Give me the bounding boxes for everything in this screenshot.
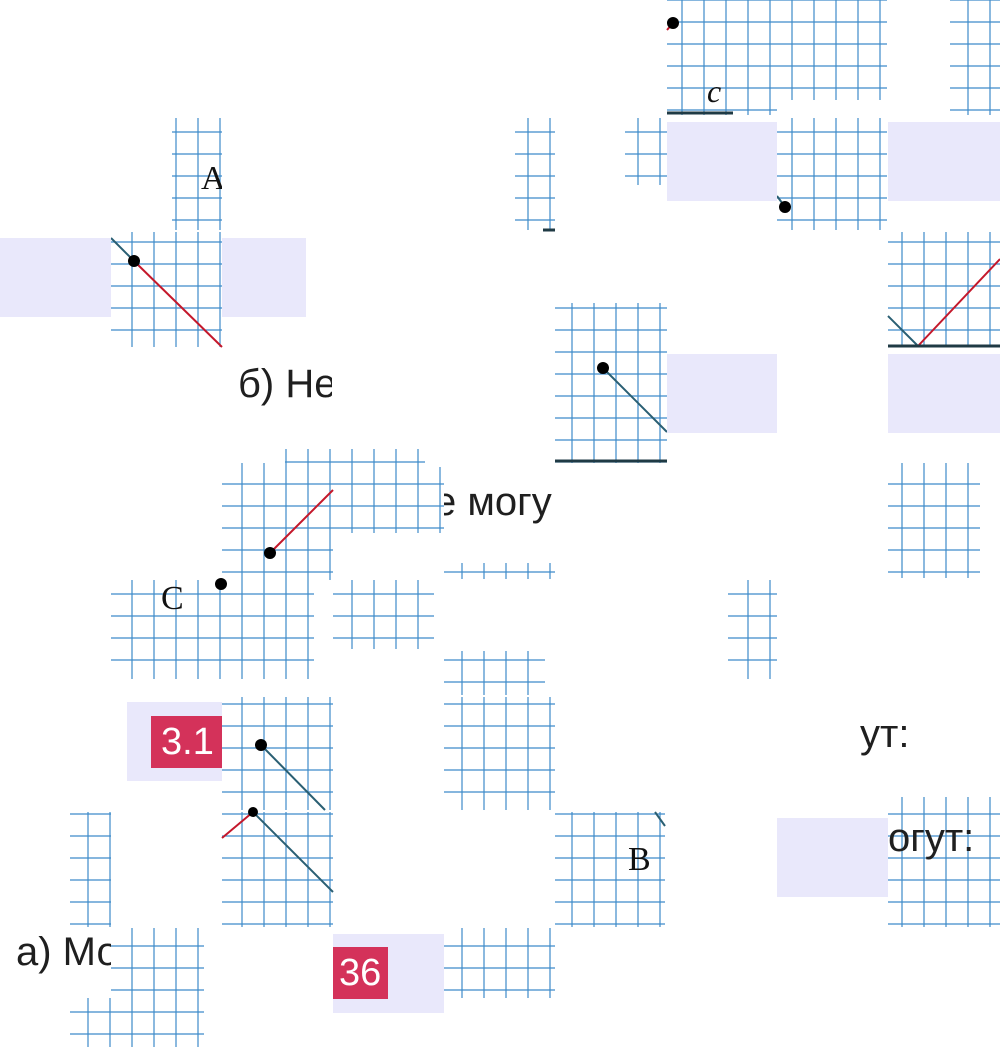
grid-tile [777,0,887,100]
task-text-a: а) Мо [16,930,111,974]
point-dot [779,201,791,213]
grid-lines [172,118,222,230]
red-segment [221,811,254,839]
grid-lines [667,0,777,115]
grid-tile [515,118,555,230]
teal-segment [887,315,919,347]
teal-segment [602,367,668,433]
grid-lines [444,697,555,810]
point-label-C: C [161,580,184,617]
grid-tile [777,118,887,230]
highlight-block [0,238,111,317]
grid-tile [444,563,555,579]
highlight-block [222,238,306,317]
grid-tile [70,812,111,927]
grid-lines [777,0,887,100]
grid-lines [777,118,887,230]
grid-lines [222,463,333,580]
grid-lines [111,928,204,1047]
teal-segment [252,811,334,893]
red-segment [133,260,223,348]
exercise-number-badge: 36 [333,947,388,999]
highlight-block [888,354,1000,433]
grid-tile [888,797,1000,927]
line-label-c: c [707,73,722,109]
point-dot [215,578,227,590]
point-dot [667,17,679,29]
point-dot [255,739,267,751]
red-segment [917,258,1000,347]
grid-lines [444,563,555,579]
grid-tile [667,0,777,115]
grid-tile [111,928,204,1047]
red-segment [269,489,334,554]
point-dot [248,807,258,817]
grid-tile [111,580,314,679]
grid-lines [70,812,111,927]
grid-lines [333,580,434,649]
grid-tile [222,812,333,927]
task-text-fragment: е могу [444,480,552,524]
exercise-number-badge: 3.1 [151,716,222,768]
grid-tile [950,0,1000,115]
point-dot [128,255,140,267]
point-label-B: B [628,841,651,878]
grid-tile [333,467,444,533]
grid-lines [728,580,777,679]
grid-tile [222,463,333,580]
task-text-fragment: огут: [888,816,975,860]
grid-tile [555,348,667,463]
teal-segment [654,811,666,827]
grid-tile [222,697,333,810]
grid-tile [333,580,434,649]
grid-tile [172,118,222,230]
grid-lines [555,812,665,927]
grid-lines [888,797,1000,927]
grid-lines [625,118,667,185]
grid-lines [444,928,555,998]
grid-tile [70,998,111,1047]
grid-lines [444,651,545,695]
point-dot [597,362,609,374]
grid-lines [222,812,333,927]
grid-tile [888,232,1000,347]
grid-tile [555,303,667,348]
task-text-b: б) Не [238,362,332,406]
grid-tile [888,463,980,578]
grid-tile [444,697,555,810]
teal-segment [260,744,326,811]
highlight-block [667,122,777,201]
grid-lines [950,0,1000,115]
highlight-block [777,818,888,897]
grid-lines [111,580,314,679]
grid-lines [515,118,555,230]
grid-lines [333,467,444,533]
grid-lines [70,998,111,1047]
grid-tile [555,812,665,927]
grid-lines [222,697,333,810]
grid-tile [625,118,667,185]
grid-lines [888,463,980,578]
point-label-A: A [201,162,222,196]
highlight-block [888,122,1000,201]
grid-lines [888,232,1000,347]
grid-tile [444,928,555,998]
point-dot [264,547,276,559]
grid-lines [555,303,667,348]
grid-tile [444,651,545,695]
task-text-fragment: ут: [860,712,910,756]
highlight-block [667,354,777,433]
grid-tile [728,580,777,679]
